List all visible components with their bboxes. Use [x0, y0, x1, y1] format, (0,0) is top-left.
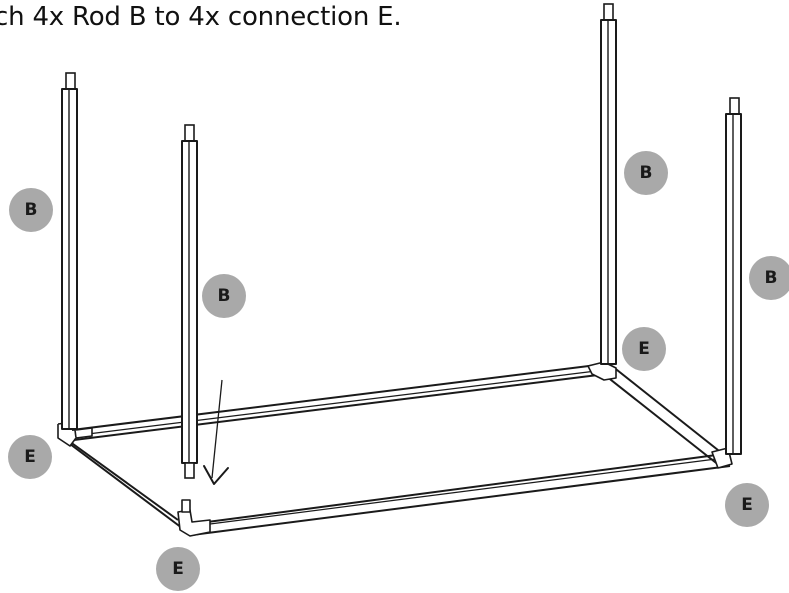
rod-front-right	[725, 97, 742, 455]
badge-rod-back-left: B	[9, 188, 53, 232]
badge-rod-front-right: B	[749, 256, 789, 300]
rod-back-right	[600, 3, 617, 365]
badge-connection-front-left: E	[156, 547, 200, 591]
svg-text:E: E	[172, 559, 184, 579]
badge-connection-back-right: E	[622, 327, 666, 371]
svg-text:E: E	[741, 495, 753, 515]
svg-text:E: E	[24, 447, 36, 467]
insert-arrow-icon	[203, 379, 229, 485]
badge-connection-front-right: E	[725, 483, 769, 527]
base-frame	[61, 363, 731, 536]
svg-text:B: B	[765, 268, 778, 288]
badge-rod-back-right: B	[624, 151, 668, 195]
badge-rod-inserted: B	[202, 274, 246, 318]
rod-being-inserted	[181, 124, 198, 479]
instruction-text: ch 4x Rod B to 4x connection E.	[0, 2, 402, 32]
svg-text:B: B	[218, 286, 231, 306]
svg-text:E: E	[638, 339, 650, 359]
svg-text:B: B	[640, 163, 653, 183]
badge-connection-back-left: E	[8, 435, 52, 479]
corner-connection-front-left	[177, 499, 211, 537]
rod-back-left	[61, 72, 78, 430]
svg-text:B: B	[25, 200, 38, 220]
